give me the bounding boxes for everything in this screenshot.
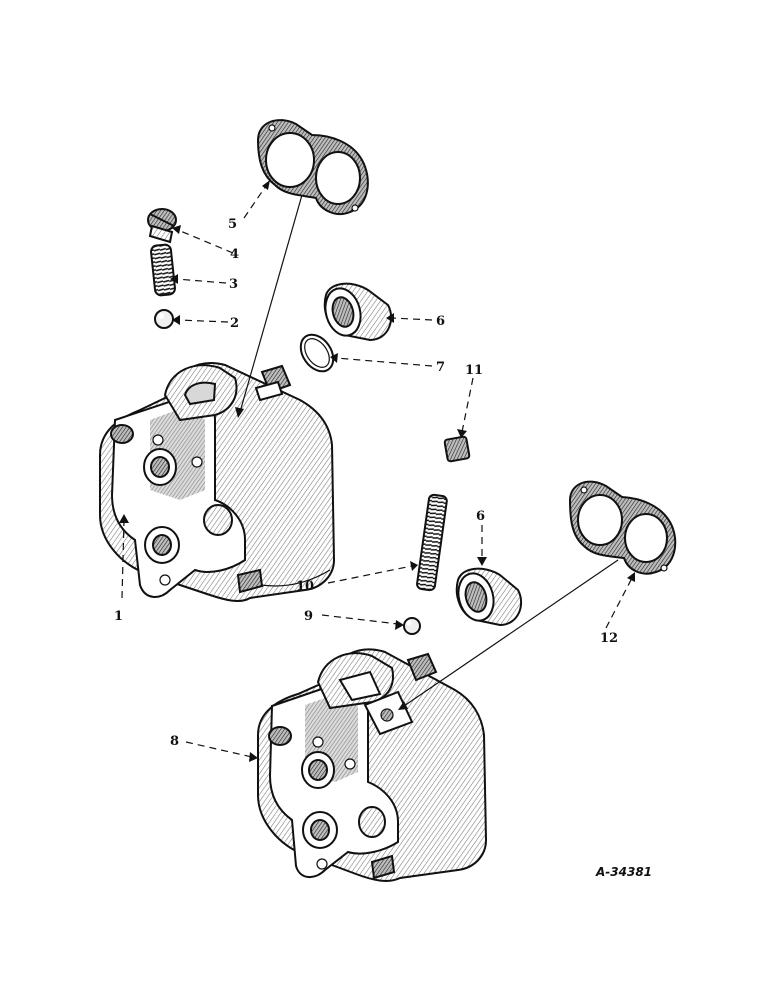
ball-upper [154, 309, 174, 329]
spring-upper [150, 243, 176, 297]
callout-9: 9 [304, 609, 313, 624]
reference-code: A-34381 [595, 865, 652, 879]
ball-lower [403, 617, 421, 635]
pump-body-upper [99, 362, 336, 603]
callout-5: 5 [228, 217, 237, 232]
callout-2: 2 [230, 316, 239, 331]
callout-6-lower: 6 [476, 509, 485, 524]
bearing-lower [455, 567, 523, 627]
callout-7: 7 [436, 360, 445, 375]
callout-1: 1 [114, 609, 123, 624]
callout-6-upper: 6 [436, 314, 445, 329]
callout-10: 10 [296, 579, 314, 594]
spring-lower [416, 493, 448, 592]
callout-4: 4 [230, 247, 239, 262]
gasket-upper [256, 119, 369, 216]
callout-11: 11 [465, 363, 483, 378]
callout-12: 12 [600, 631, 618, 646]
bearing-upper [323, 282, 393, 342]
leader-lines [119, 180, 635, 762]
retaining-ring [299, 333, 335, 373]
callout-3: 3 [229, 277, 238, 292]
plug-screw [147, 208, 177, 244]
pump-body-lower [257, 648, 488, 882]
gasket-lower [568, 480, 677, 575]
callout-labels: 1 2 3 4 5 6 6 7 8 9 10 11 12 A-34381 [114, 217, 652, 879]
callout-8: 8 [170, 734, 179, 749]
small-plug [443, 435, 471, 463]
